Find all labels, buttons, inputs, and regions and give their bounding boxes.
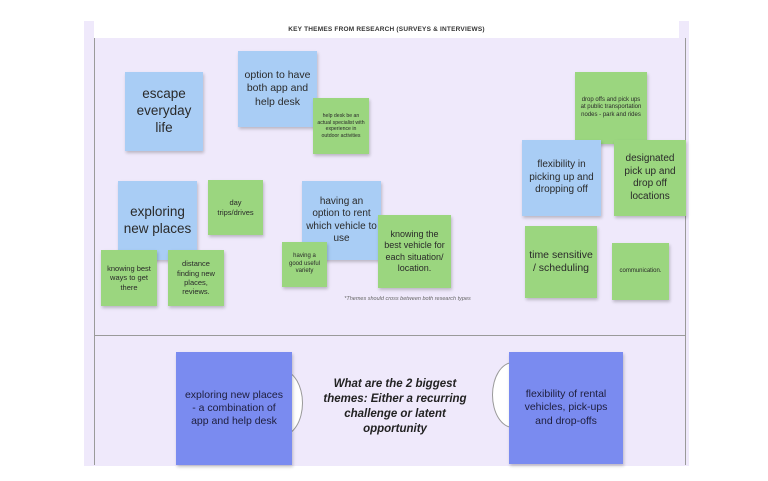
note-day-trips[interactable]: day trips/drives xyxy=(208,180,263,235)
note-flexibility-pickup[interactable]: flexibility in picking up and dropping o… xyxy=(522,140,601,216)
note-app-and-help-desk[interactable]: option to have both app and help desk xyxy=(238,51,317,127)
note-knowing-best-ways[interactable]: knowing best ways to get there xyxy=(101,250,157,306)
right-border xyxy=(685,38,686,465)
note-escape-everyday-life[interactable]: escape everyday life xyxy=(125,72,203,151)
note-drop-offs-pickups[interactable]: drop offs and pick ups at public transpo… xyxy=(575,72,647,144)
left-border xyxy=(94,38,95,465)
note-designated-locations[interactable]: designated pick up and drop off location… xyxy=(614,140,686,216)
theme-exploring-new-places[interactable]: exploring new places - a combination of … xyxy=(176,352,292,465)
section-divider xyxy=(94,335,686,336)
note-exploring-new-places[interactable]: exploring new places xyxy=(118,181,197,260)
note-time-sensitive[interactable]: time sensitive / scheduling xyxy=(525,226,597,298)
theme-flexibility-rental[interactable]: flexibility of rental vehicles, pick-ups… xyxy=(509,352,623,464)
note-good-variety[interactable]: having a good useful variety xyxy=(282,242,327,287)
note-communication[interactable]: communication. xyxy=(612,243,669,300)
board-title: KEY THEMES FROM RESEARCH (SURVEYS & INTE… xyxy=(94,21,679,38)
note-help-desk-specialist[interactable]: help desk be an actual specialist with e… xyxy=(313,98,369,154)
footnote: *Themes should cross between both resear… xyxy=(344,296,471,302)
note-best-vehicle[interactable]: knowing the best vehicle for each situat… xyxy=(378,215,451,288)
note-distance-reviews[interactable]: distance finding new places, reviews. xyxy=(168,250,224,306)
question-text: What are the 2 biggest themes: Either a … xyxy=(323,378,467,435)
